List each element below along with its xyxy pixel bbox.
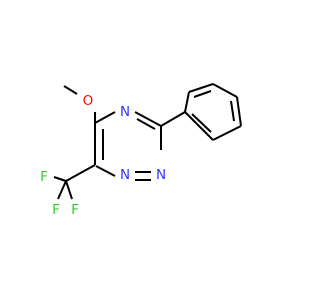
bond-ph-6-1-inner [191, 113, 212, 133]
bond-ph-2-3-inner [193, 90, 212, 98]
nitrogen-atom-label-n2: N [156, 167, 166, 183]
bond-ph-2-3 [188, 83, 214, 93]
molecule-canvas: O N N N F F F [40, 83, 242, 218]
bond-ph-4-5-inner [230, 100, 235, 122]
bond-n1-c6 [95, 165, 116, 177]
fluorine-atom-label-bottom: F [71, 202, 79, 218]
bond-c5-n4 [94, 111, 116, 124]
bond-ph-6-1 [184, 111, 214, 141]
bond-c3-phenyl [160, 111, 186, 127]
bond-ph-3-4 [212, 83, 238, 98]
bond-cf3-f-bottom [65, 180, 73, 200]
nitrogen-atom-label-n4: N [120, 104, 130, 120]
fluorine-atom-label-left: F [52, 202, 60, 218]
bond-n4-c3 [134, 111, 162, 127]
bond-cf3-f-top [53, 176, 67, 182]
bond-ph-5-6 [212, 125, 242, 141]
bond-cf3-f-left [57, 180, 67, 200]
oxygen-atom-label: O [83, 93, 94, 109]
fluorine-atom-label-top: F [40, 169, 48, 185]
nitrogen-atom-label-n1: N [120, 167, 130, 183]
bond-c6-cf3 [65, 164, 96, 182]
atom-labels: O N N N F F F [40, 93, 166, 218]
bonds [53, 83, 242, 200]
bond-n4-c3-inner [136, 118, 156, 130]
structure-diagram: O N N N F F F [40, 83, 242, 218]
bond-ph-1-2 [184, 91, 190, 113]
bond-ph-4-5 [236, 96, 242, 127]
bond-methyl-o [63, 85, 78, 95]
